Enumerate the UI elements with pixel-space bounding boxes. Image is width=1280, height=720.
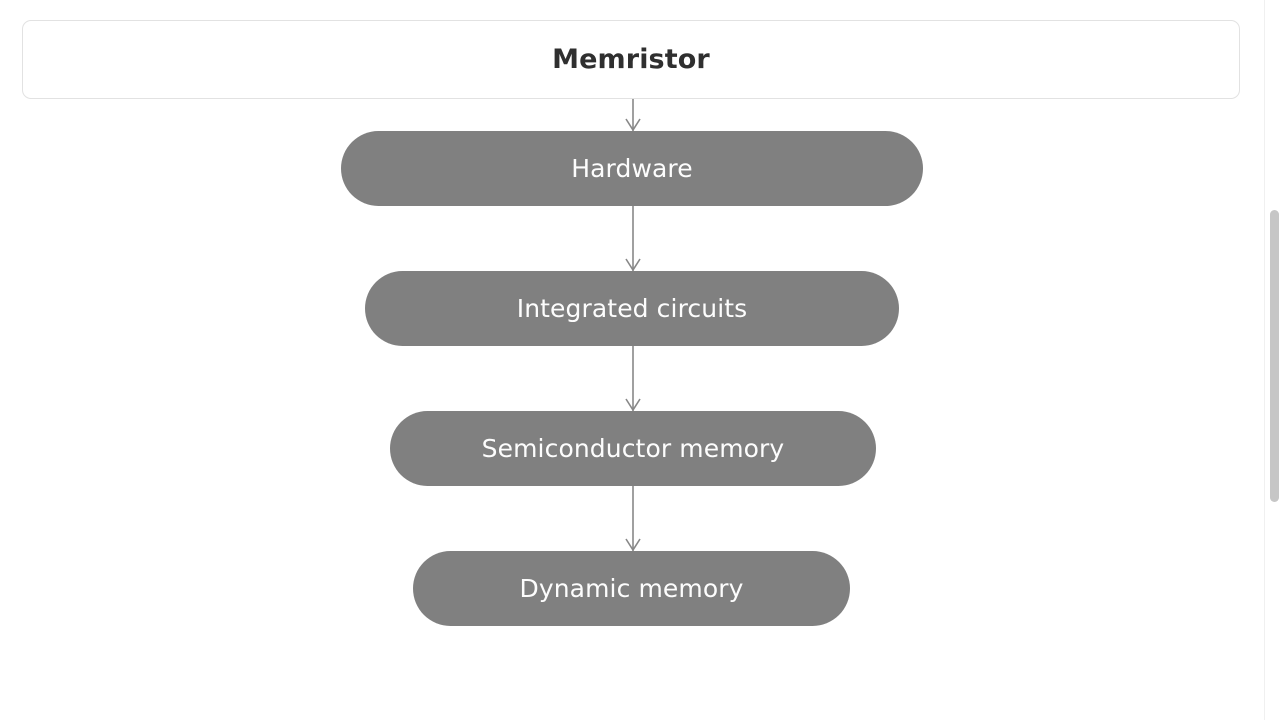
arrowhead-title-to-hardware	[625, 118, 641, 132]
flow-node-semiconductor-memory[interactable]: Semiconductor memory	[390, 411, 876, 486]
arrowhead-semiconductor-memory-to-dynamic-memory	[625, 538, 641, 552]
arrowhead-hardware-to-integrated-circuits	[625, 258, 641, 272]
vertical-scrollbar-track[interactable]	[1264, 0, 1280, 720]
flow-node-dynamic-memory-label: Dynamic memory	[519, 574, 744, 603]
page-title: Memristor	[552, 44, 710, 75]
vertical-scrollbar-thumb[interactable]	[1270, 210, 1279, 502]
header-panel: Memristor	[22, 20, 1240, 99]
flow-node-hardware[interactable]: Hardware	[341, 131, 923, 206]
arrowhead-integrated-circuits-to-semiconductor-memory	[625, 398, 641, 412]
flow-node-dynamic-memory[interactable]: Dynamic memory	[413, 551, 850, 626]
flow-node-integrated-circuits[interactable]: Integrated circuits	[365, 271, 899, 346]
flow-node-semiconductor-memory-label: Semiconductor memory	[481, 434, 785, 463]
flow-node-hardware-label: Hardware	[571, 154, 693, 183]
flow-node-integrated-circuits-label: Integrated circuits	[516, 294, 748, 323]
